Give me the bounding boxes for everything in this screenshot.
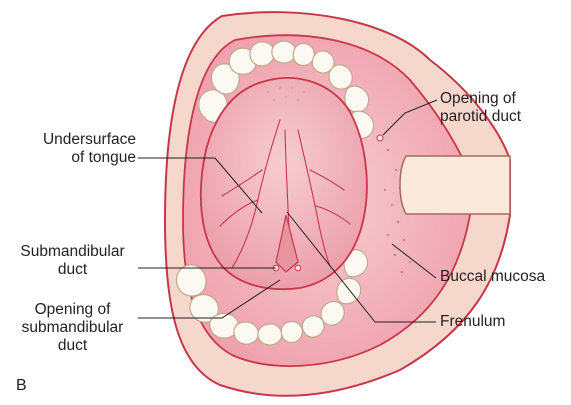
leader-lines — [138, 99, 438, 323]
label-undersurface-of-tongue: Undersurface of tongue — [42, 131, 136, 166]
parotid-duct-opening — [376, 134, 384, 142]
submandibular-opening-right — [294, 264, 302, 272]
label-opening-of-submandibular-duct: Opening of submandibular duct — [21, 301, 124, 354]
panel-label: B — [16, 377, 27, 394]
label-submandibular-duct: Submandibular duct — [20, 243, 125, 278]
cheek-retractor — [399, 155, 511, 215]
label-buccal-mucosa: Buccal mucosa — [440, 268, 546, 285]
tongue — [199, 77, 368, 291]
lower-teeth — [175, 249, 369, 346]
label-frenulum: Frenulum — [440, 313, 506, 330]
frenulum — [275, 214, 299, 273]
upper-teeth — [198, 40, 375, 139]
label-opening-of-parotid-duct: Opening of parotid duct — [440, 90, 521, 125]
tongue-tip-texture — [266, 86, 306, 102]
